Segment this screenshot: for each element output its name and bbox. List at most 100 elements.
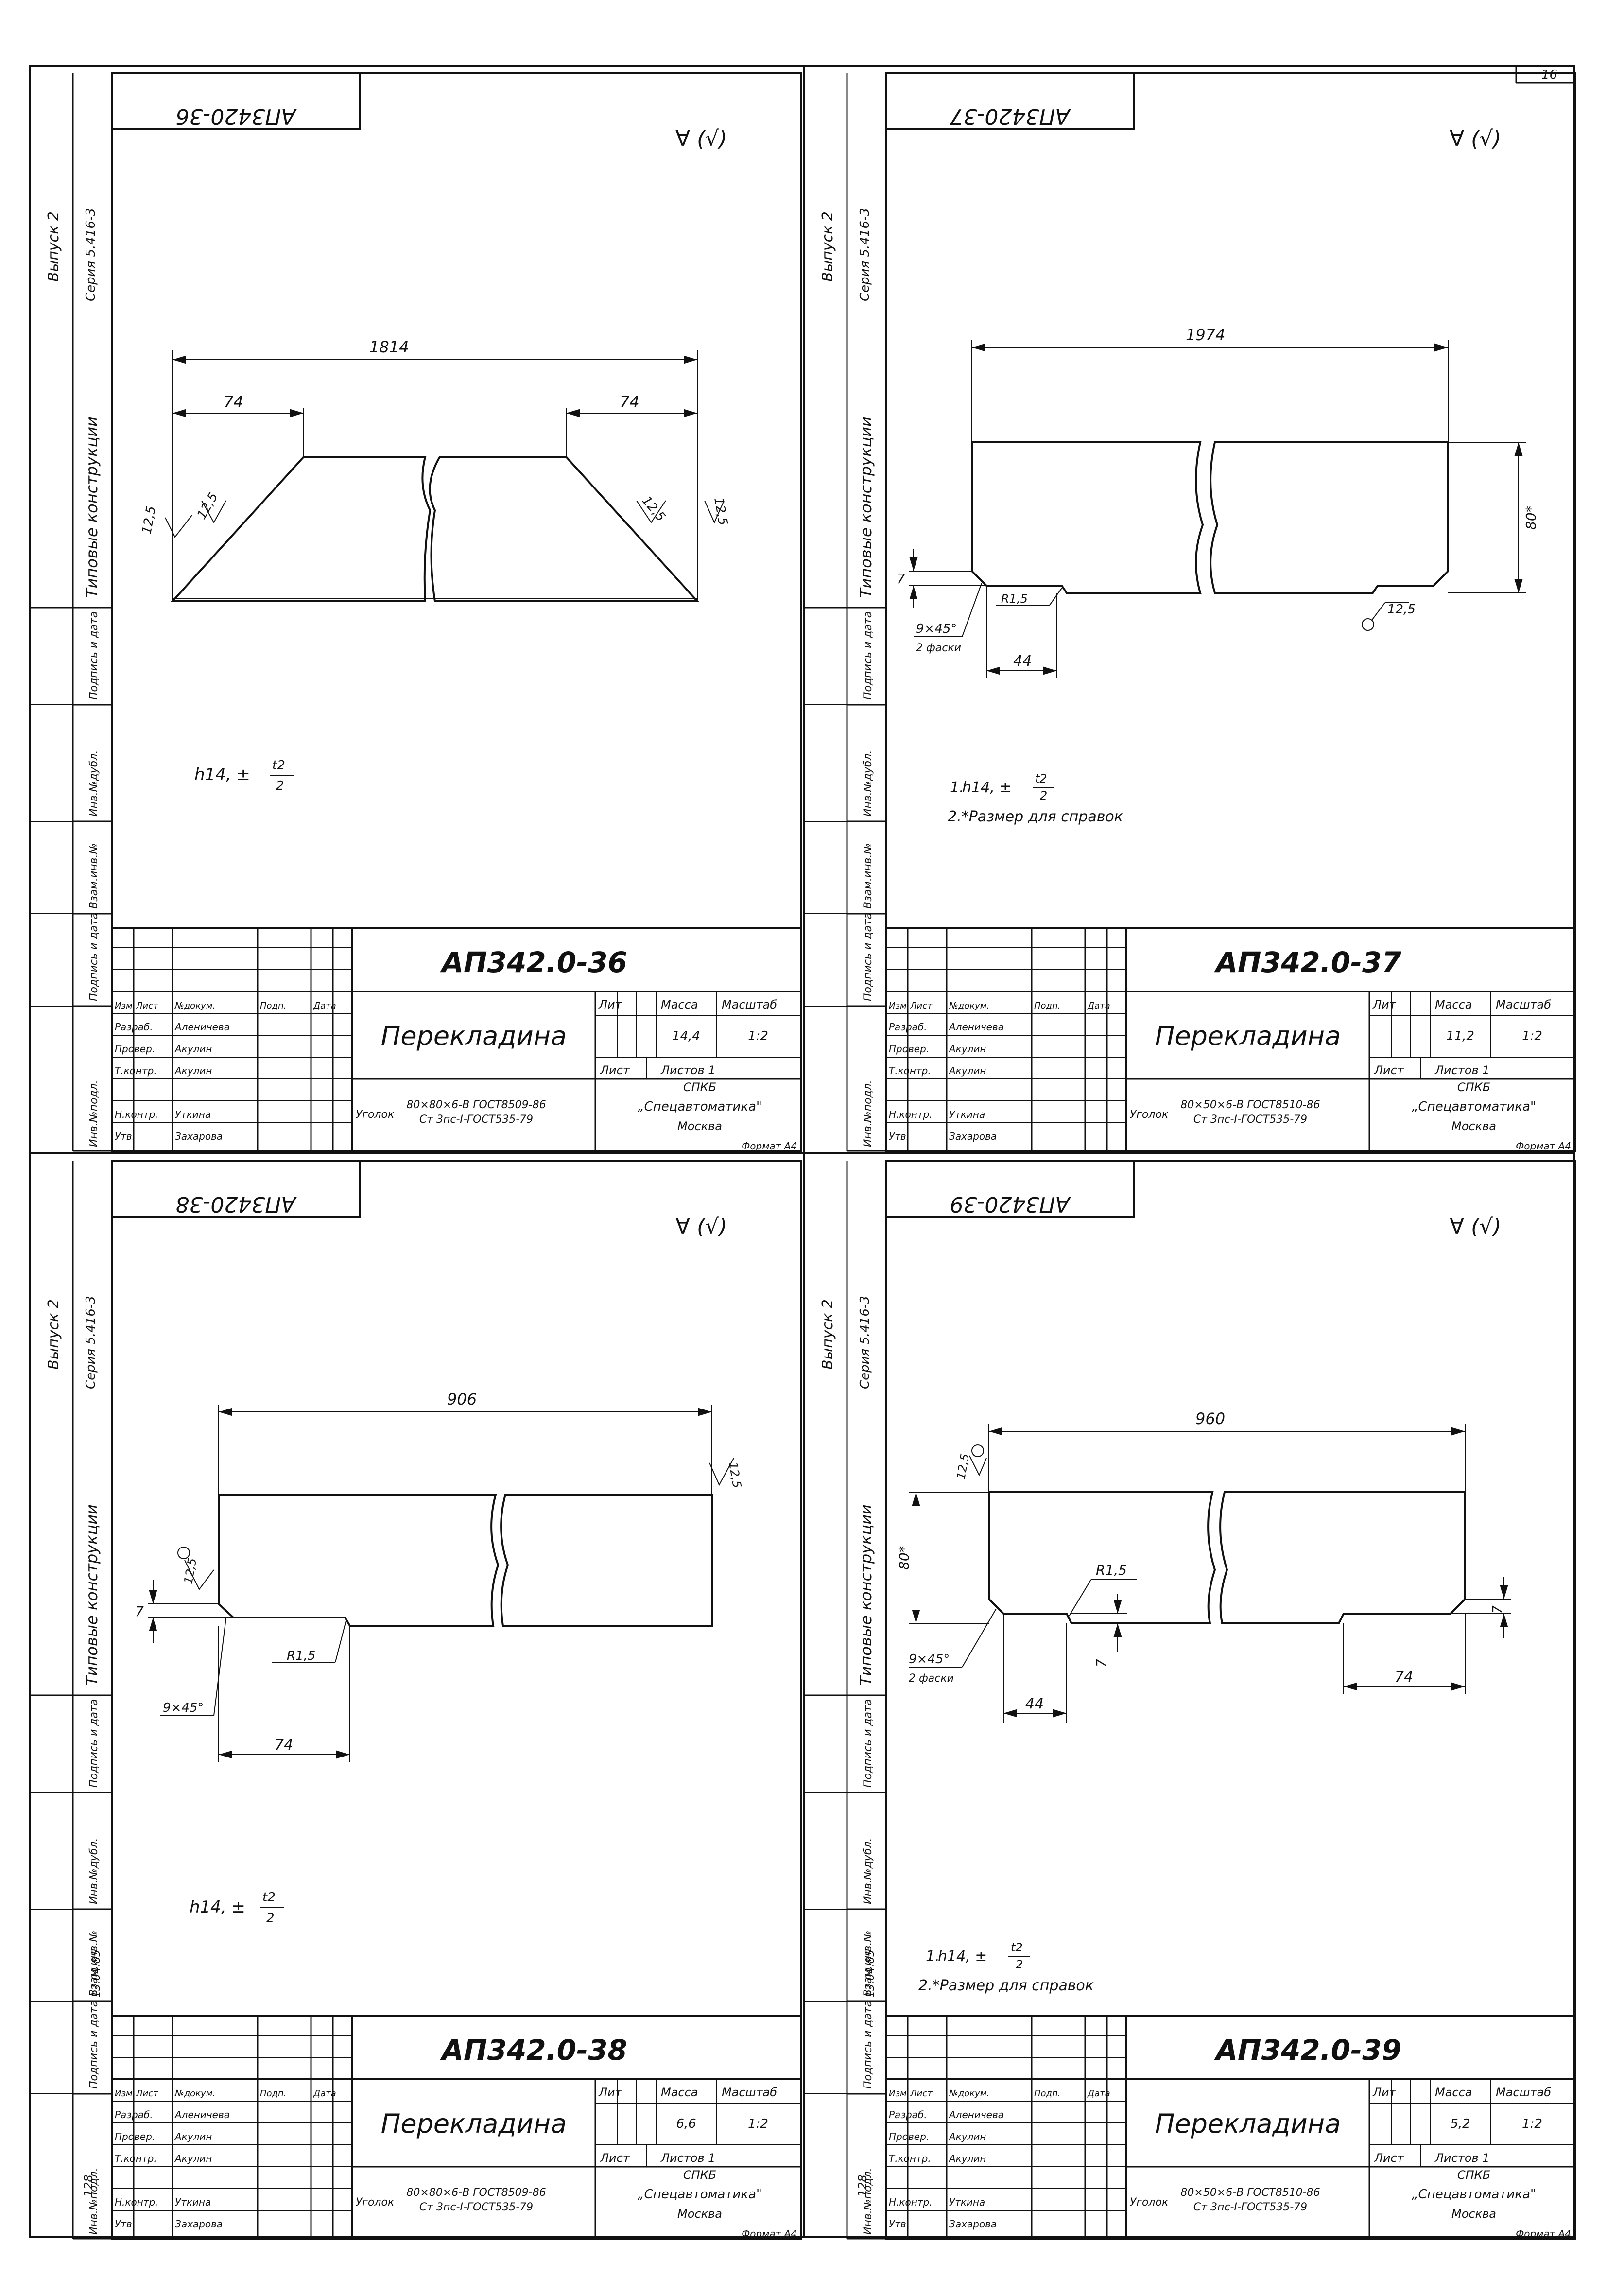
inner-frame [885,1160,1576,2240]
side-issue: Выпуск 2 [45,1299,62,1370]
chamfer-39: 9×45° [909,1652,950,1667]
svg-text:2.*Размер для справок: 2.*Размер для справок [918,1977,1094,1994]
svg-text:t2: t2 [1035,772,1047,785]
stamp-date-39: 13.04.85 [864,1950,877,1998]
note-36: h14, ± t2 2 [194,758,294,793]
side-series: Серия 5.416-3 [84,208,98,301]
tb-role: Т.контр. [115,2153,157,2164]
part-drawing-38 [148,1405,734,1762]
tb-name: Захарова [949,2218,997,2230]
side-col-label: Подпись и дата [88,1699,100,1788]
part-title: Перекладина [1155,2108,1341,2139]
roughness-symbol: ∀ (√) [1450,126,1501,151]
side-col-label: Инв.№дубл. [88,1838,100,1904]
chamfer-38: 9×45° [163,1701,204,1715]
th-podp: Подп. [260,2088,286,2099]
org3: Москва [1451,2207,1496,2221]
inv-no-39: 128 [856,2174,869,2197]
h-list: Лист [600,2151,630,2165]
tb-role: Н.контр. [889,2196,933,2208]
inner-frame [885,72,1576,1152]
chamfer-count-37: 2 фаски [916,642,961,654]
dim-125-38: 12,5 [181,1557,199,1585]
h-massa: Масса [1435,2086,1472,2099]
h-listov: Листов 1 [660,1063,716,1077]
tb-name: Уткина [949,2196,985,2208]
dim-7-39: 7 [1094,1659,1109,1667]
tb-name: Акулин [174,2153,212,2164]
side-typical: Типовые конструкции [857,417,875,598]
inner-frame [111,1160,802,2240]
dim-7b-39: 7 [1490,1605,1505,1614]
tb-role: Разраб. [889,1021,927,1033]
tb-name: Акулин [174,1043,212,1055]
roughness-symbol: ∀ (√) [1450,1214,1501,1239]
dim-r-39: R1,5 [1096,1562,1127,1578]
tb-role: Разраб. [115,2109,153,2121]
th-izm: Изм [115,2088,133,2099]
svg-text:h14, ±: h14, ± [190,1897,245,1917]
side-col-label: Взам.инв.№ [862,1931,874,1997]
org2: „Спецавтоматика" [1412,1099,1536,1114]
org1: СПКБ [683,1080,716,1094]
svg-text:h14, ±: h14, ± [938,1948,987,1965]
dim-44-39: 44 [1025,1695,1044,1712]
stamp-date-38: 13.04.85 [90,1950,103,1998]
dim-length-38: 906 [447,1390,477,1409]
dim-44-37: 44 [1013,653,1032,670]
side-issue: Выпуск 2 [819,1299,836,1370]
tb-name: Захарова [175,1131,223,1142]
tb-name: Аленичева [948,2109,1004,2121]
side-col-label: Инв.№дубл. [862,1838,874,1904]
tb-name: Акулин [948,1065,986,1077]
part-drawing-36 [165,350,725,602]
dim-7-37: 7 [897,571,905,587]
tb-name: Аленичева [174,2109,230,2121]
h-listov: Листов 1 [1434,1063,1490,1077]
dim-7-38: 7 [135,1603,144,1619]
tb-role: Т.контр. [889,1065,931,1077]
dim-r-38: R1,5 [287,1649,315,1663]
tb-role: Провер. [889,2131,929,2142]
org3: Москва [1451,1119,1496,1133]
tb-name: Акулин [948,2153,986,2164]
material-prefix: Уголок [356,1109,395,1121]
org2: „Спецавтоматика" [1412,2187,1536,2202]
th-data: Дата [1087,2088,1110,2099]
side-col-label: Подпись и дата [862,2000,874,2089]
th-izm: Изм [889,2088,907,2099]
h-lit: Лит [1372,998,1397,1011]
tb-role: Разраб. [889,2109,927,2121]
material-size: 80×80×6-В ГОСТ8509-86 [406,2187,546,2199]
tb-role: Разраб. [115,1021,153,1033]
dim-125-37: 12,5 [1387,602,1416,617]
note-39: 1. h14, ± t2 2 2.*Размер для справок [918,1941,1094,1994]
th-podp: Подп. [260,1001,286,1011]
dim-length-37: 1974 [1186,326,1225,344]
org1: СПКБ [1457,2168,1490,2182]
th-ndok: №докум. [174,2088,215,2099]
h-massa: Масса [661,2086,698,2099]
svg-text:t2: t2 [1011,1941,1023,1954]
svg-text:1.: 1. [926,1948,940,1965]
side-typical: Типовые конструкции [857,1504,875,1686]
dim-74-39: 74 [1395,1669,1413,1686]
tb-role: Н.контр. [889,1109,933,1120]
dim-length-39: 960 [1195,1409,1225,1428]
svg-text:2: 2 [1016,1958,1023,1971]
part-drawing-39 [909,1424,1511,1723]
tb-role: Утв. [889,2218,909,2230]
side-col-label: Подпись и дата [862,611,874,700]
dim-h-36: 12,5 [139,505,159,535]
tb-name: Аленичева [174,1021,230,1033]
svg-text:2: 2 [276,779,284,793]
part-title: Перекладина [1155,1021,1341,1051]
material-size: 80×50×6-В ГОСТ8510-86 [1180,2187,1320,2199]
svg-text:t2: t2 [272,758,285,773]
side-col-label: Подпись и дата [88,2000,100,2089]
side-series: Серия 5.416-3 [858,1296,872,1389]
